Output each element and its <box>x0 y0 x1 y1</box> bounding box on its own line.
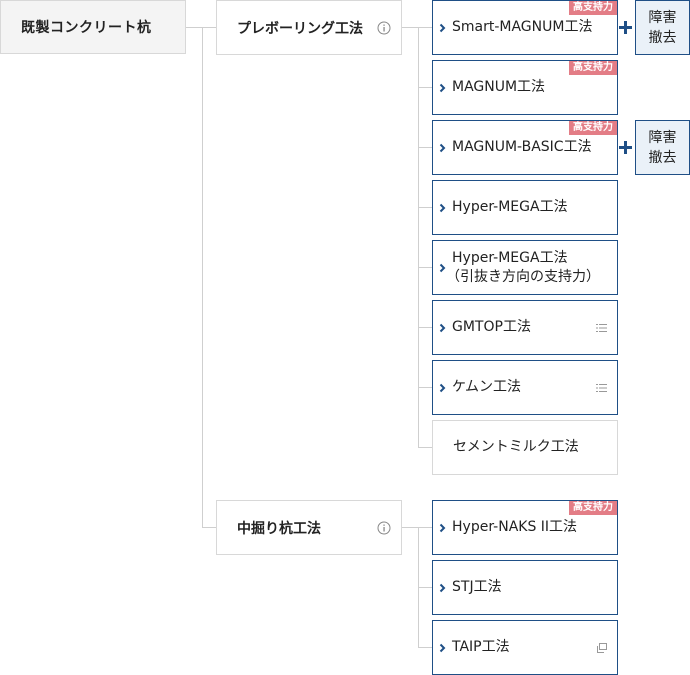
obstacle-removal-label: 障害撤去 <box>648 129 677 166</box>
method-label: セメントミルク工法 <box>453 439 579 455</box>
chevron-right-icon <box>439 143 446 152</box>
external-window-icon <box>597 642 607 653</box>
plus-icon <box>619 141 632 154</box>
list-icon <box>596 323 607 332</box>
connector-cat1-branch <box>418 207 432 208</box>
category-label: プレボーリング工法 <box>237 20 363 37</box>
connector-cat1-branch <box>418 387 432 388</box>
high-capacity-badge: 高支持力 <box>569 61 617 75</box>
connector-cat1-branch <box>418 147 432 148</box>
method-label: Hyper-NAKS II工法 <box>452 519 578 535</box>
method-label: GMTOP工法 <box>452 319 531 335</box>
connector-cat2-branch <box>418 647 432 648</box>
connector-cat1-branch <box>418 27 432 28</box>
method-gmtop[interactable]: GMTOP工法 <box>432 300 618 355</box>
method-label: TAIP工法 <box>452 639 510 655</box>
connector-root-cat2 <box>202 527 216 528</box>
chevron-right-icon <box>439 383 446 392</box>
connector-root-h <box>186 27 202 28</box>
method-label: Smart-MAGNUM工法 <box>452 19 593 35</box>
connector-cat2-branch <box>418 527 432 528</box>
obstacle-removal-button[interactable]: 障害撤去 <box>635 120 690 175</box>
connector-cat2-h <box>402 527 418 528</box>
method-label: STJ工法 <box>452 579 502 595</box>
method-label: Hyper-MEGA工法 <box>452 199 568 215</box>
chevron-right-icon <box>439 203 446 212</box>
list-icon <box>596 383 607 392</box>
method-label-line1: Hyper-MEGA工法 <box>452 249 568 266</box>
method-stj[interactable]: STJ工法 <box>432 560 618 615</box>
chevron-right-icon <box>439 643 446 652</box>
connector-root-cat1 <box>202 27 216 28</box>
method-magnum-basic[interactable]: MAGNUM-BASIC工法 高支持力 <box>432 120 618 175</box>
connector-cat1-branch <box>418 267 432 268</box>
method-label-line2: （引抜き方向の支持力） <box>446 268 600 285</box>
method-hyper-mega[interactable]: Hyper-MEGA工法 <box>432 180 618 235</box>
method-label: MAGNUM-BASIC工法 <box>452 139 592 155</box>
chevron-right-icon <box>439 583 446 592</box>
method-taip[interactable]: TAIP工法 <box>432 620 618 675</box>
plus-icon <box>619 21 632 34</box>
high-capacity-badge: 高支持力 <box>569 1 617 15</box>
root-node: 既製コンクリート杭 <box>0 0 186 54</box>
connector-cat2-branch <box>418 587 432 588</box>
chevron-right-icon <box>439 263 446 272</box>
category-label: 中掘り杭工法 <box>237 520 321 537</box>
method-kemun[interactable]: ケムン工法 <box>432 360 618 415</box>
high-capacity-badge: 高支持力 <box>569 501 617 515</box>
chevron-right-icon <box>439 83 446 92</box>
info-icon[interactable] <box>377 521 391 535</box>
method-label: Hyper-MEGA工法 （引抜き方向の支持力） <box>446 249 600 287</box>
root-label: 既製コンクリート杭 <box>21 20 152 36</box>
method-magnum[interactable]: MAGNUM工法 高支持力 <box>432 60 618 115</box>
chevron-right-icon <box>439 23 446 32</box>
method-hyper-mega-pullout[interactable]: Hyper-MEGA工法 （引抜き方向の支持力） <box>432 240 618 295</box>
connector-cat1-v <box>418 27 419 448</box>
info-icon[interactable] <box>377 21 391 35</box>
method-hyper-naks-ii[interactable]: Hyper-NAKS II工法 高支持力 <box>432 500 618 555</box>
method-label: MAGNUM工法 <box>452 79 546 95</box>
connector-root-v <box>202 27 203 528</box>
obstacle-removal-button[interactable]: 障害撤去 <box>635 0 690 55</box>
category-nakabori[interactable]: 中掘り杭工法 <box>216 500 402 555</box>
obstacle-removal-label: 障害撤去 <box>648 9 677 46</box>
method-smart-magnum[interactable]: Smart-MAGNUM工法 高支持力 <box>432 0 618 55</box>
connector-cat1-branch <box>418 327 432 328</box>
connector-cat1-h <box>402 27 418 28</box>
connector-cat1-branch <box>418 87 432 88</box>
connector-cat1-branch <box>418 447 432 448</box>
method-cement-milk: セメントミルク工法 <box>432 420 618 475</box>
method-label: ケムン工法 <box>452 379 522 395</box>
chevron-right-icon <box>439 323 446 332</box>
category-preboring[interactable]: プレボーリング工法 <box>216 0 402 55</box>
chevron-right-icon <box>439 523 446 532</box>
high-capacity-badge: 高支持力 <box>569 121 617 135</box>
